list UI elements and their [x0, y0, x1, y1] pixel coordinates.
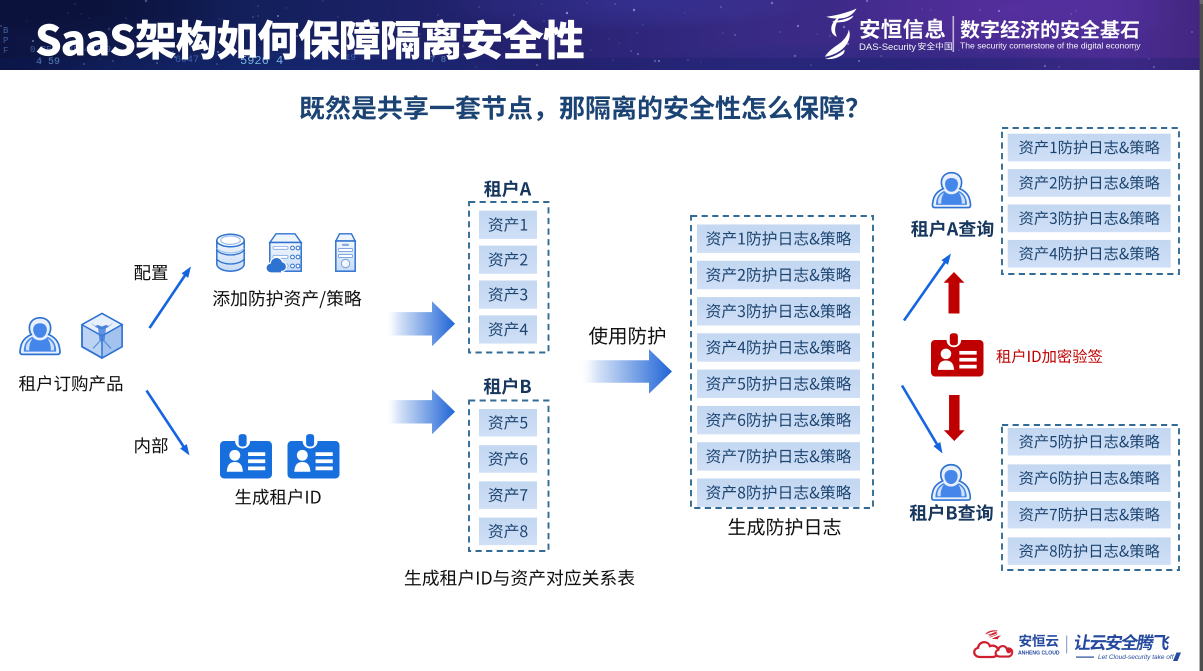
svg-text:19: 19	[345, 53, 356, 63]
svg-text:4 59: 4 59	[36, 57, 60, 68]
svg-text:B: B	[3, 26, 9, 36]
svg-text:The security cornerstone of th: The security cornerstone of the digital …	[960, 41, 1141, 51]
svg-text:7 8: 7 8	[430, 55, 446, 65]
svg-text:Let Cloud-security take off: Let Cloud-security take off	[1098, 654, 1175, 661]
svg-text:ANHENG CLOUD: ANHENG CLOUD	[1018, 651, 1060, 657]
svg-text:P: P	[3, 36, 8, 46]
svg-text:6047: 6047	[175, 55, 199, 66]
svg-text:DAS-Security: DAS-Security	[859, 42, 916, 53]
svg-text:F: F	[3, 46, 8, 56]
svg-text:5926 4: 5926 4	[240, 54, 283, 68]
